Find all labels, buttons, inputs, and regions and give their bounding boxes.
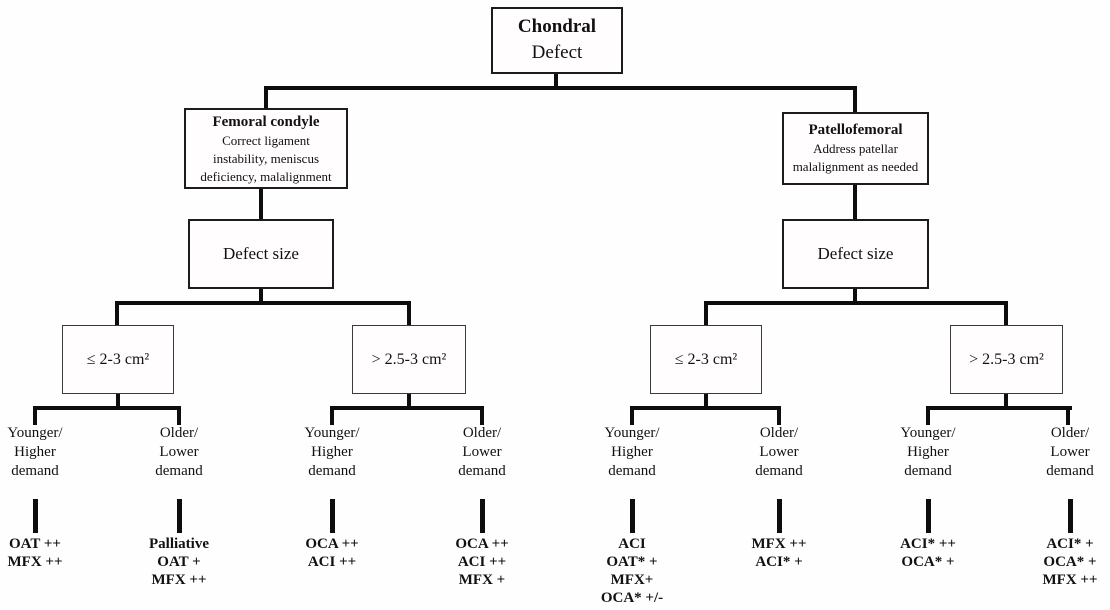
- connector-line: [33, 406, 37, 425]
- connector-line: [177, 406, 181, 425]
- treatment-patellofemoral-small-older: MFX ++ ACI* +: [751, 536, 807, 570]
- connector-line: [704, 301, 1008, 305]
- femoral-note: Correct ligament instability, meniscus d…: [200, 133, 332, 184]
- patellofemoral-box: Patellofemoral Address patellar malalign…: [782, 112, 929, 185]
- connector-line: [407, 301, 411, 326]
- connector-line: [630, 406, 634, 425]
- root-subtitle: Defect: [531, 42, 583, 63]
- size-large-label: > 2.5-3 cm²: [969, 350, 1044, 368]
- connector-line: [264, 86, 857, 90]
- connector-line: [853, 185, 857, 220]
- connector-line: [177, 499, 182, 533]
- connector-line: [259, 289, 263, 303]
- connector-line: [1004, 301, 1008, 326]
- treatment-femoral-large-younger: OCA ++ ACI ++: [305, 536, 359, 570]
- connector-line: [630, 406, 781, 410]
- demand-label-patellofemoral-large-older: Older/ Lower demand: [1046, 425, 1094, 479]
- size-small-patellofemoral-box: ≤ 2-3 cm²: [650, 325, 762, 394]
- root-title: Chondral: [517, 16, 597, 37]
- connector-line: [704, 301, 708, 326]
- treatment-patellofemoral-large-older: ACI* + OCA* + MFX ++: [1042, 536, 1098, 588]
- size-small-label: ≤ 2-3 cm²: [86, 350, 150, 368]
- connector-line: [777, 406, 781, 425]
- connector-line: [480, 406, 484, 425]
- connector-line: [330, 499, 335, 533]
- patellofemoral-note: Address patellar malalignment as needed: [792, 141, 919, 174]
- femoral-condyle-box: Femoral condyle Correct ligament instabi…: [184, 108, 348, 189]
- connector-line: [330, 406, 334, 425]
- size-large-label: > 2.5-3 cm²: [371, 350, 447, 368]
- connector-line: [115, 301, 411, 305]
- connector-line: [1066, 406, 1070, 425]
- connector-line: [480, 499, 485, 533]
- femoral-title: Femoral condyle: [212, 114, 320, 130]
- treatment-femoral-small-younger: OAT ++ MFX ++: [7, 536, 63, 570]
- connector-line: [330, 406, 484, 410]
- connector-line: [33, 406, 181, 410]
- connector-line: [33, 499, 38, 533]
- connector-line: [704, 394, 708, 408]
- defect-size-box-femoral: Defect size: [188, 219, 334, 289]
- size-large-femoral-box: > 2.5-3 cm²: [352, 325, 466, 394]
- connector-line: [853, 289, 857, 303]
- connector-line: [264, 86, 268, 110]
- connector-line: [926, 499, 931, 533]
- connector-line: [853, 86, 857, 114]
- defect-size-label: Defect size: [817, 244, 894, 263]
- demand-label-femoral-large-younger: Younger/ Higher demand: [304, 425, 360, 479]
- connector-line: [115, 301, 119, 326]
- demand-label-patellofemoral-small-younger: Younger/ Higher demand: [604, 425, 660, 479]
- connector-line: [777, 499, 782, 533]
- treatment-patellofemoral-small-younger: ACI OAT* + MFX+ OCA* +/-: [600, 536, 664, 606]
- size-small-femoral-box: ≤ 2-3 cm²: [62, 325, 174, 394]
- connector-line: [1068, 499, 1073, 533]
- connector-line: [926, 406, 930, 425]
- demand-label-femoral-large-older: Older/ Lower demand: [458, 425, 506, 479]
- connector-line: [630, 499, 635, 533]
- chondral-defect-box: Chondral Defect: [491, 7, 623, 74]
- connector-line: [259, 189, 263, 220]
- connector-line: [407, 394, 411, 408]
- demand-label-patellofemoral-small-older: Older/ Lower demand: [755, 425, 803, 479]
- size-small-label: ≤ 2-3 cm²: [674, 350, 738, 368]
- connector-line: [926, 406, 1072, 410]
- defect-size-box-patellofemoral: Defect size: [782, 219, 929, 289]
- connector-line: [554, 74, 558, 90]
- demand-label-patellofemoral-large-younger: Younger/ Higher demand: [900, 425, 956, 479]
- treatment-patellofemoral-large-younger: ACI* ++ OCA* +: [900, 536, 956, 570]
- treatment-femoral-large-older: OCA ++ ACI ++ MFX +: [455, 536, 509, 588]
- demand-label-femoral-small-younger: Younger/ Higher demand: [7, 425, 63, 479]
- defect-size-label: Defect size: [223, 244, 299, 263]
- connector-line: [1004, 394, 1008, 408]
- connector-line: [116, 394, 120, 408]
- size-large-patellofemoral-box: > 2.5-3 cm²: [950, 325, 1063, 394]
- patellofemoral-title: Patellofemoral: [808, 122, 903, 138]
- treatment-femoral-small-older: Palliative OAT + MFX ++: [149, 536, 209, 588]
- demand-label-femoral-small-older: Older/ Lower demand: [155, 425, 203, 479]
